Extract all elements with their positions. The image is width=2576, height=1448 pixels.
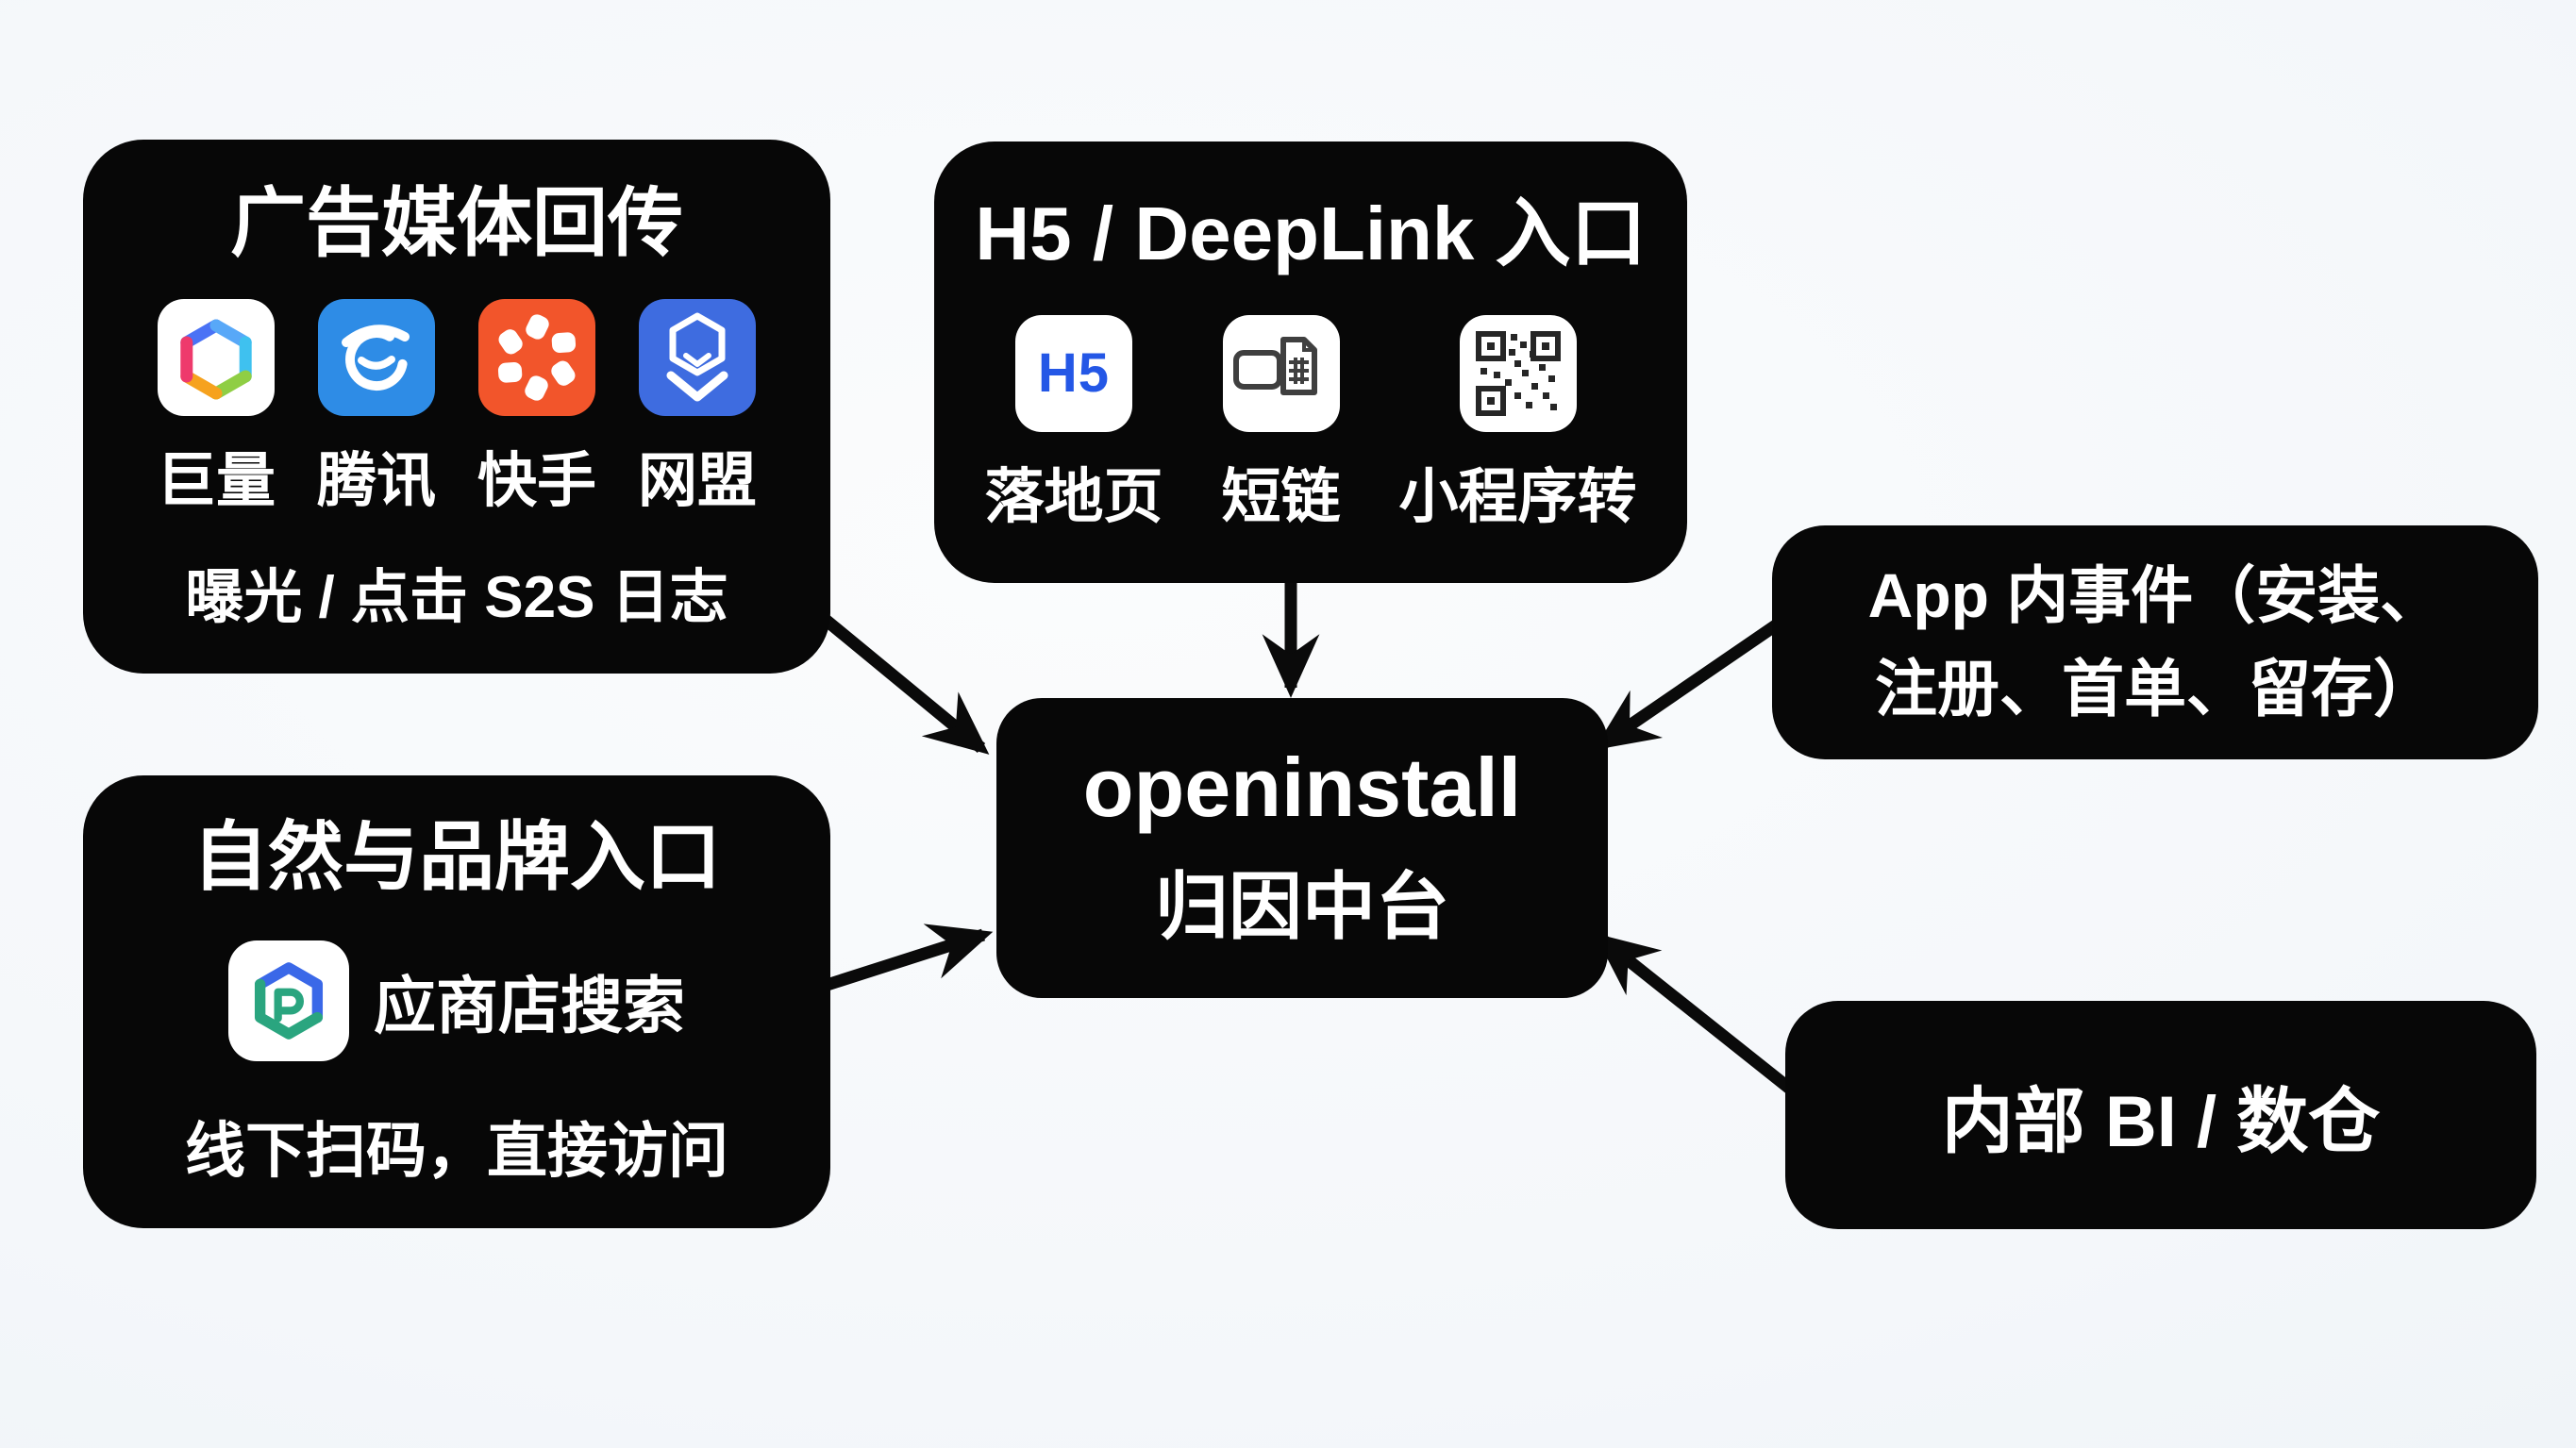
short-link-icon [1222, 314, 1340, 432]
entry-mini-program: 小程序转 [1398, 314, 1637, 535]
ad-network-shield-icon [639, 298, 756, 416]
organic-title: 自然与品牌入口 [192, 815, 721, 899]
ad-media-callback-node: 广告媒体回传 巨量 [83, 140, 830, 674]
organic-caption: 线下扫码，直接访问 [185, 1117, 728, 1185]
channel-label: 巨量 [157, 447, 276, 514]
h5-deeplink-title: H5 / DeepLink 入口 [975, 191, 1647, 275]
h5-deeplink-node: H5 / DeepLink 入口 H5 落地页 [934, 141, 1687, 583]
ad-media-title: 广告媒体回传 [230, 180, 683, 265]
ocean-engine-icon [158, 298, 275, 416]
channel-label: 网盟 [638, 447, 757, 514]
app-events-node: App 内事件（安装、 注册、首单、留存） [1772, 525, 2538, 759]
ad-media-channel-row: 巨量 腾讯 [157, 298, 757, 519]
internal-bi-node: 内部 BI / 数仓 [1785, 1001, 2536, 1229]
kuaishou-icon [478, 298, 595, 416]
app-events-line2: 注册、首单、留存） [1875, 654, 2435, 724]
arrow-organic-to-hub [813, 924, 994, 995]
channel-ad-network: 网盟 [638, 298, 757, 519]
channel-label: 快手 [477, 447, 596, 514]
entry-short-link: 短链 [1221, 314, 1341, 535]
store-search-label: 应商店搜索 [374, 971, 685, 1040]
entry-label: 落地页 [984, 463, 1163, 530]
h5-badge-icon: H5 [1015, 314, 1132, 432]
store-search-row: 应商店搜索 [228, 940, 685, 1061]
app-events-line1: App 内事件（安装、 [1867, 560, 2443, 630]
hub-brand: openinstall [1082, 740, 1522, 834]
entry-label: 小程序转 [1398, 463, 1637, 530]
organic-brand-node: 自然与品牌入口 应商店搜索 线下扫码，直接访问 [83, 775, 830, 1228]
entry-landing-page: H5 落地页 [984, 314, 1163, 535]
entry-label: 短链 [1221, 463, 1341, 530]
internal-bi-label: 内部 BI / 数仓 [1941, 1082, 2381, 1162]
channel-kuaishou: 快手 [477, 298, 596, 519]
h5-entry-row: H5 落地页 短链 [984, 314, 1637, 535]
attribution-hub-node: openinstall 归因中台 [996, 698, 1608, 998]
channel-ocean-engine: 巨量 [157, 298, 276, 519]
tencent-ads-icon [318, 298, 435, 416]
qr-code-icon [1459, 314, 1577, 432]
arrow-bi-to-hub [1594, 933, 1796, 1095]
arrow-app-events-to-hub [1594, 613, 1789, 751]
app-store-hexagon-icon [228, 940, 349, 1061]
ad-media-caption: 曝光 / 点击 S2S 日志 [185, 564, 728, 630]
channel-tencent: 腾讯 [317, 298, 436, 519]
h5-badge-text: H5 [1037, 342, 1111, 404]
channel-label: 腾讯 [317, 447, 436, 514]
arrow-ad-media-to-hub [811, 606, 990, 755]
hub-label: 归因中台 [1154, 865, 1449, 949]
